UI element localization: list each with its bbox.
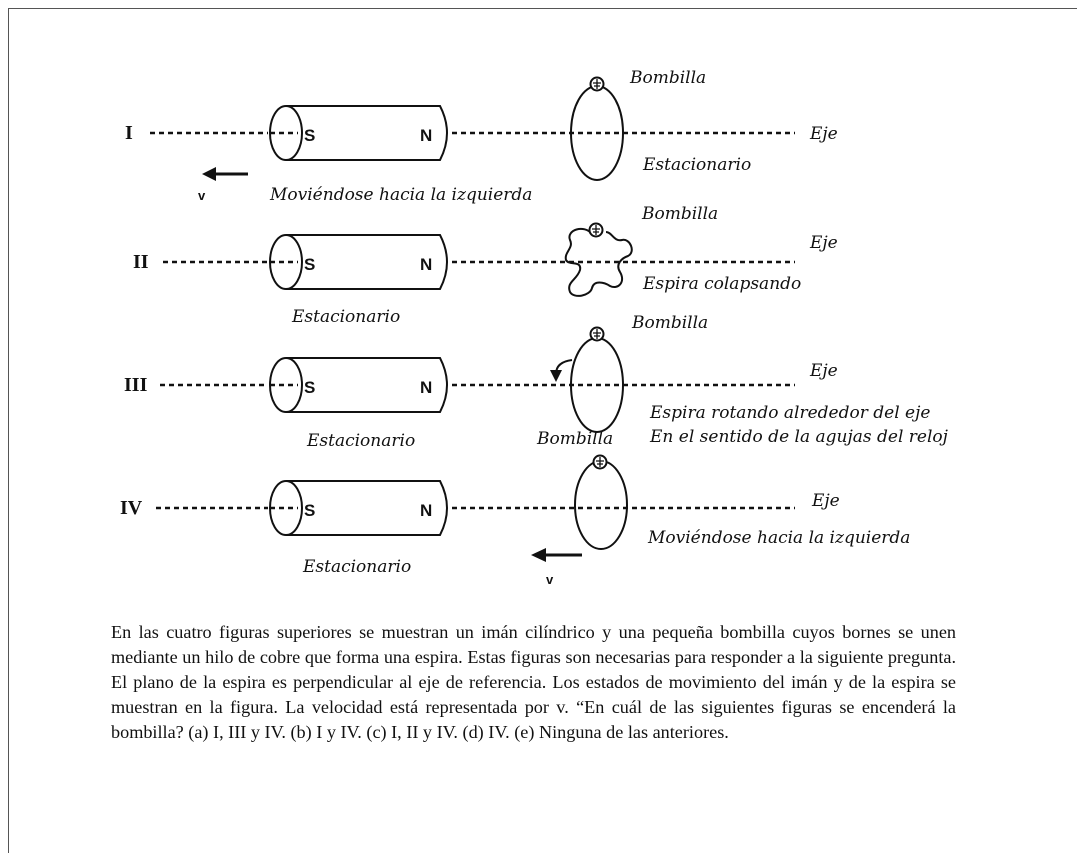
bulb-icon <box>589 76 605 92</box>
bulb-label: Bombilla <box>631 313 708 333</box>
magnet-motion-label: Estacionario <box>302 557 411 577</box>
bulb-label: Bombilla <box>641 204 718 224</box>
cylinder-magnet <box>269 105 448 161</box>
loop-state-label: Espira rotando alrededor del eje <box>649 403 930 423</box>
bulb-label: Bombilla <box>629 68 706 88</box>
loop-motion-label: Moviéndose hacia la izquierda <box>647 528 910 548</box>
south-pole-label: S <box>304 255 315 274</box>
axis-label: Eje <box>811 491 840 511</box>
axis-label: Eje <box>809 124 838 144</box>
row-2: II S N Bombilla Eje Espira colapsando Es… <box>133 204 838 327</box>
row-1: I S N Bombilla Eje Estacionario v Movién… <box>125 68 838 205</box>
south-pole-label: S <box>304 501 315 520</box>
velocity-arrow-left <box>202 167 248 181</box>
loop-state-label: Estacionario <box>642 155 751 175</box>
page-frame <box>8 8 1077 853</box>
row-numeral: I <box>125 122 133 144</box>
row-4: IV S N Eje Moviéndose hacia la izquierda… <box>120 454 910 587</box>
north-pole-label: N <box>420 501 432 520</box>
magnet-motion-label: Moviéndose hacia la izquierda <box>269 185 532 205</box>
axis-label: Eje <box>809 361 838 381</box>
velocity-label: v <box>198 188 206 203</box>
south-pole-label: S <box>304 126 315 145</box>
magnet-motion-label: Estacionario <box>306 431 415 451</box>
axis-label: Eje <box>809 233 838 253</box>
bulb-icon <box>589 326 605 342</box>
magnet-loop-diagram: I S N Bombilla Eje Estacionario v Movién… <box>120 68 949 587</box>
row-3: III S N Bombilla Eje Espira rotando alre… <box>124 313 949 451</box>
row-numeral: IV <box>120 497 143 519</box>
south-pole-label: S <box>304 378 315 397</box>
velocity-label: v <box>546 572 554 587</box>
wire-loop <box>574 460 628 550</box>
north-pole-label: N <box>420 378 432 397</box>
north-pole-label: N <box>420 126 432 145</box>
cylinder-magnet <box>269 234 448 290</box>
rotation-arrow-icon <box>550 359 573 382</box>
loop-state-label-2: En el sentido de la agujas del reloj <box>649 427 949 447</box>
magnet-motion-label: Estacionario <box>291 307 400 327</box>
bulb-label-bottom: Bombilla <box>536 429 613 449</box>
question-caption: En las cuatro figuras superiores se mues… <box>111 622 956 742</box>
cylinder-magnet <box>269 480 448 536</box>
velocity-arrow-left <box>531 548 582 562</box>
north-pole-label: N <box>420 255 432 274</box>
bulb-icon <box>592 454 608 470</box>
loop-state-label: Espira colapsando <box>642 274 801 294</box>
row-numeral: III <box>124 374 148 396</box>
cylinder-magnet <box>269 357 448 413</box>
collapsing-loop <box>564 227 633 297</box>
bulb-icon <box>588 222 604 238</box>
row-numeral: II <box>133 251 149 273</box>
